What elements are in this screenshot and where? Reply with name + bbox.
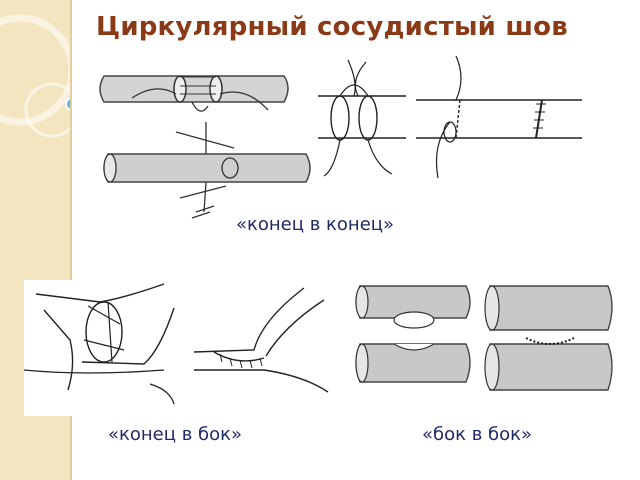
- caption-side-to-side: «бок в бок»: [422, 424, 533, 445]
- caption-end-to-side: «конец в бок»: [108, 424, 243, 445]
- sidebar-ornament: [0, 14, 70, 138]
- sidebar-divider: [70, 0, 72, 480]
- end-to-side-illustration: [24, 280, 336, 416]
- end-to-end-vessel-illustration: [96, 62, 316, 222]
- side-to-side-illustration: [354, 282, 624, 400]
- page-title: Циркулярный сосудистый шов: [96, 12, 568, 42]
- end-to-end-suture-steps: [310, 52, 590, 192]
- caption-end-to-end: «конец в конец»: [236, 214, 395, 235]
